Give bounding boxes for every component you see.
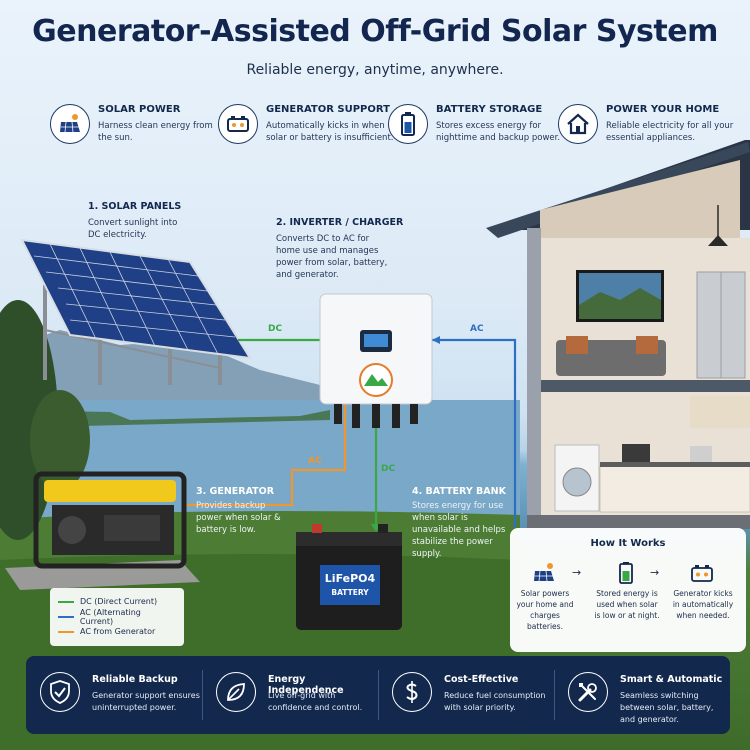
benefit-desc: Reduce fuel consumption with solar prior… [444, 691, 546, 712]
feature-battery-storage: BATTERY STORAGE Stores excess energy for… [388, 100, 568, 166]
ac-wire-generator [186, 402, 347, 507]
battery-icon [619, 562, 633, 584]
battery-label-type: BATTERY [331, 588, 369, 597]
solar-panel-icon [50, 104, 90, 144]
feature-power-home: POWER YOUR HOME Reliable electricity for… [558, 100, 738, 166]
feature-title: BATTERY STORAGE [436, 104, 543, 115]
battery-unit [296, 524, 402, 630]
how-step-text: Solar powers your home and charges batte… [516, 589, 574, 631]
feature-title: GENERATOR SUPPORT [266, 104, 390, 115]
solar-panel-icon [534, 563, 554, 582]
page-subtitle: Reliable energy, anytime, anywhere. [246, 62, 504, 78]
flow-label-dc-battery: DC [381, 464, 396, 474]
feature-desc: Harness clean energy from the sun. [98, 121, 213, 143]
divider [378, 670, 379, 720]
page-title: Generator-Assisted Off-Grid Solar System [32, 14, 718, 49]
generator-icon [691, 565, 713, 582]
dollar-icon [392, 672, 432, 712]
battery-label-chem: LiFePO4 [324, 572, 376, 585]
how-it-works-panel: How It Works → → Solar powers your home … [510, 528, 746, 652]
microwave [622, 444, 650, 462]
feature-title: POWER YOUR HOME [606, 104, 720, 115]
generator-icon [218, 104, 258, 144]
legend-item: DC (Direct Current) [58, 594, 176, 609]
benefit-desc: Seamless switching between solar, batter… [620, 691, 714, 724]
benefit-energy-independence: Energy Independence Live off-grid with c… [202, 656, 378, 734]
benefit-title: Cost-Effective [444, 674, 519, 685]
leaf-icon [216, 672, 256, 712]
house-icon [558, 104, 598, 144]
how-step-text: Generator kicks in automatically when ne… [672, 589, 734, 620]
arrow-right-icon: → [650, 566, 660, 579]
benefit-title: Smart & Automatic [620, 674, 723, 685]
shield-check-icon [40, 672, 80, 712]
divider [202, 670, 203, 720]
feature-generator-support: GENERATOR SUPPORT Automatically kicks in… [218, 100, 398, 166]
flow-label-ac-home: AC [470, 324, 484, 334]
generator-unit [33, 471, 187, 569]
step-inverter-desc: Converts DC to AC for home use and manag… [276, 234, 388, 280]
legend-item: AC (Alternating Current) [58, 608, 176, 626]
benefit-desc: Generator support ensures uninterrupted … [92, 691, 200, 712]
benefit-smart-automatic: Smart & Automatic Seamless switching bet… [554, 656, 730, 734]
how-step-text: Stored energy is used when solar is low … [594, 589, 660, 620]
divider [554, 670, 555, 720]
benefits-bar: Reliable Backup Generator support ensure… [26, 656, 730, 734]
solar-panel-array [20, 238, 252, 385]
tools-icon [568, 672, 608, 712]
feature-desc: Automatically kicks in when solar or bat… [266, 121, 394, 143]
benefit-title: Energy Independence [268, 674, 344, 696]
step-battery-title: 4. BATTERY BANK [412, 486, 506, 497]
legend-item: AC from Generator [58, 624, 176, 639]
flow-label-ac-generator: AC [308, 456, 322, 466]
flow-label-dc-solar: DC [268, 324, 283, 334]
how-it-works-title: How It Works [590, 538, 666, 549]
benefit-reliable-backup: Reliable Backup Generator support ensure… [26, 656, 202, 734]
step-solar-title: 1. SOLAR PANELS [88, 201, 182, 212]
house [486, 140, 750, 529]
mountains [0, 330, 330, 400]
feature-desc: Reliable electricity for all your essent… [606, 121, 734, 143]
feature-title: SOLAR POWER [98, 104, 181, 115]
step-battery-desc: Stores energy for use when solar is unav… [412, 501, 506, 559]
wiring-legend: DC (Direct Current) AC (Alternating Curr… [50, 588, 184, 646]
ac-wire-home [432, 338, 517, 528]
step-generator-desc: Provides backup power when solar & batte… [196, 501, 281, 535]
step-inverter-title: 2. INVERTER / CHARGER [276, 217, 404, 228]
feature-solar-power: SOLAR POWER Harness clean energy from th… [50, 100, 230, 166]
benefit-title: Reliable Backup [92, 674, 178, 685]
step-solar-desc: Convert sunlight into DC electricity. [88, 218, 178, 240]
feature-desc: Stores excess energy for nighttime and b… [436, 121, 561, 143]
arrow-right-icon: → [572, 566, 582, 579]
battery-icon [388, 104, 428, 144]
step-generator-title: 3. GENERATOR [196, 486, 275, 497]
benefit-desc: Live off-grid with confidence and contro… [268, 691, 363, 712]
inverter-unit [319, 293, 433, 428]
benefit-cost-effective: Cost-Effective Reduce fuel consumption w… [378, 656, 554, 734]
kitchen-cabinets [690, 396, 750, 428]
